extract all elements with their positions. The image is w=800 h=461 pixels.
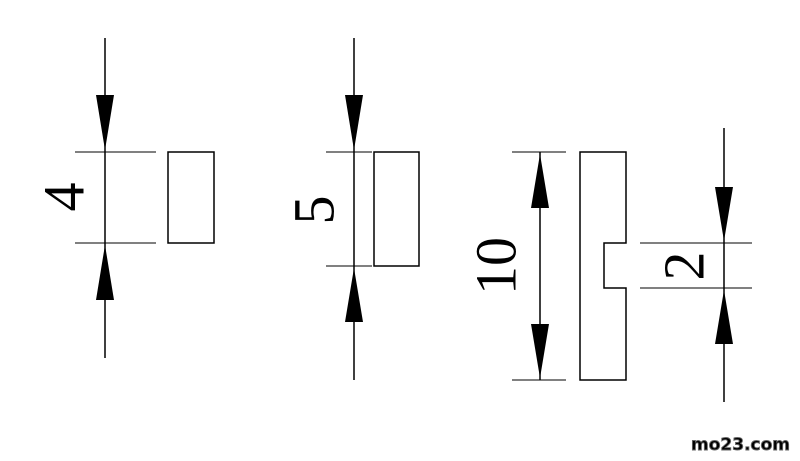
arrowhead-b-top bbox=[345, 95, 363, 150]
arrowhead-c-10-bottom bbox=[531, 324, 549, 378]
figure-c bbox=[512, 128, 752, 402]
arrowhead-c-2-top bbox=[715, 187, 733, 241]
rectangle-a bbox=[167, 151, 215, 244]
arrowhead-c-10-top bbox=[531, 154, 549, 208]
arrowhead-a-bottom bbox=[96, 245, 114, 300]
arrowhead-c-2-bottom bbox=[715, 290, 733, 344]
rectangle-b bbox=[373, 151, 420, 267]
arrowhead-a-top bbox=[96, 95, 114, 150]
dimension-label-2: 2 bbox=[652, 252, 717, 281]
dimension-label-5: 5 bbox=[282, 196, 347, 225]
watermark-text: mo23.com bbox=[691, 435, 790, 455]
slotted-part bbox=[579, 151, 627, 381]
figure-b bbox=[326, 38, 420, 380]
dimension-label-4: 4 bbox=[32, 183, 97, 212]
arrowhead-b-bottom bbox=[345, 268, 363, 322]
dimension-label-10: 10 bbox=[464, 237, 529, 295]
figure-a bbox=[75, 38, 215, 358]
